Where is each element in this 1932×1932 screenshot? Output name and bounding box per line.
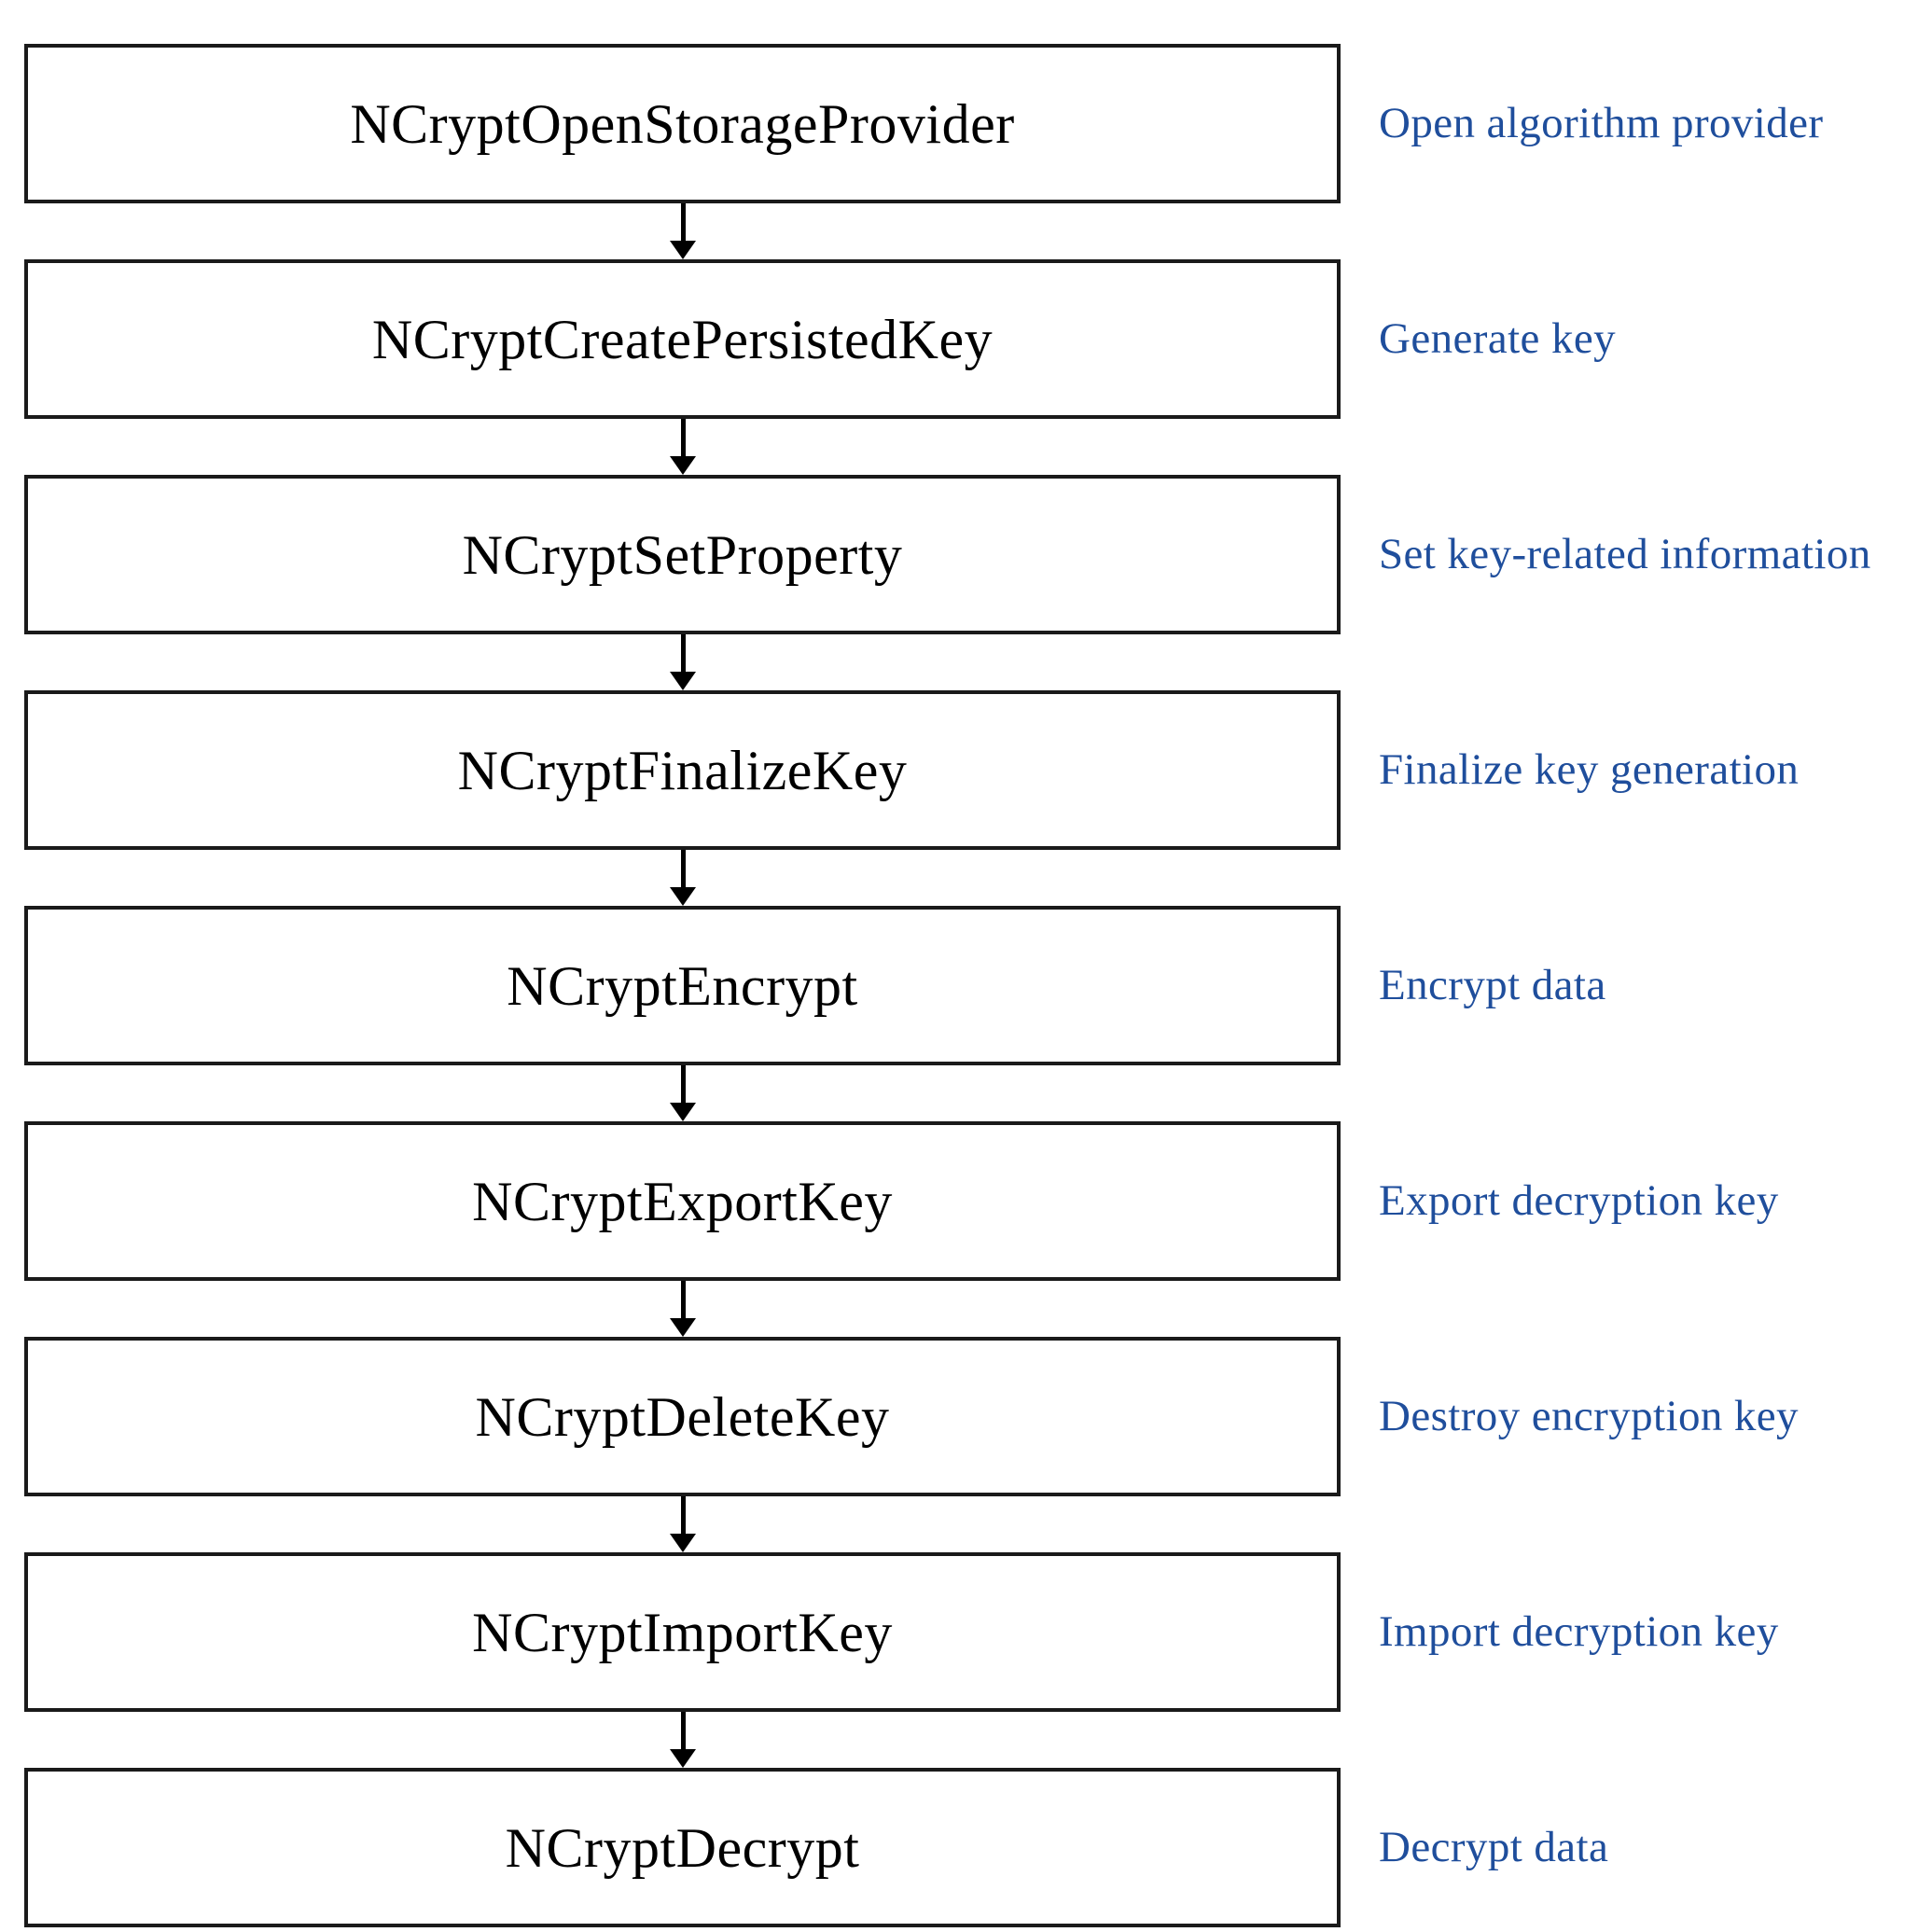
arrow-head — [670, 1749, 696, 1768]
down-arrow-icon-6 — [670, 1281, 696, 1337]
down-arrow-icon-3 — [670, 634, 696, 690]
process-box-label: NCryptImportKey — [472, 1601, 893, 1663]
process-box-label: NCryptDecrypt — [505, 1816, 860, 1879]
annotation-export-decryption-key: Export decryption key — [1379, 1175, 1779, 1225]
process-box-ncryptdeletekey[interactable]: NCryptDeleteKey — [24, 1337, 1341, 1496]
process-box-label: NCryptDeleteKey — [475, 1385, 890, 1448]
process-box-label: NCryptExportKey — [472, 1170, 893, 1232]
arrow-head — [670, 672, 696, 690]
process-box-ncryptopenstorageprovider[interactable]: NCryptOpenStorageProvider — [24, 44, 1341, 203]
process-box-ncryptcreatepersistedkey[interactable]: NCryptCreatePersistedKey — [24, 259, 1341, 419]
down-arrow-icon-2 — [670, 419, 696, 475]
arrow-shaft — [681, 634, 686, 675]
annotation-encrypt-data: Encrypt data — [1379, 960, 1606, 1009]
arrow-shaft — [681, 1496, 686, 1537]
annotation-destroy-encryption-key: Destroy encryption key — [1379, 1391, 1799, 1440]
down-arrow-icon-4 — [670, 850, 696, 906]
arrow-head — [670, 241, 696, 259]
process-box-ncryptencrypt[interactable]: NCryptEncrypt — [24, 906, 1341, 1065]
annotation-set-key-related-information: Set key-related information — [1379, 529, 1871, 578]
arrow-shaft — [681, 850, 686, 891]
arrow-head — [670, 887, 696, 906]
arrow-shaft — [681, 1281, 686, 1322]
flow-step-2: NCryptCreatePersistedKey Generate key — [0, 259, 1932, 419]
annotation-decrypt-data: Decrypt data — [1379, 1822, 1609, 1871]
flow-step-8: NCryptImportKey Import decryption key — [0, 1552, 1932, 1712]
process-box-ncryptdecrypt[interactable]: NCryptDecrypt — [24, 1768, 1341, 1927]
down-arrow-icon-5 — [670, 1065, 696, 1121]
process-box-label: NCryptCreatePersistedKey — [371, 308, 994, 370]
process-box-label: NCryptEncrypt — [507, 954, 858, 1017]
arrow-head — [670, 1534, 696, 1552]
arrow-shaft — [681, 1712, 686, 1753]
annotation-finalize-key-generation: Finalize key generation — [1379, 744, 1800, 794]
annotation-open-algorithm-provider: Open algorithm provider — [1379, 98, 1824, 147]
flow-step-1: NCryptOpenStorageProvider Open algorithm… — [0, 44, 1932, 203]
flow-step-6: NCryptExportKey Export decryption key — [0, 1121, 1932, 1281]
down-arrow-icon-7 — [670, 1496, 696, 1552]
annotation-import-decryption-key: Import decryption key — [1379, 1606, 1779, 1656]
flow-step-7: NCryptDeleteKey Destroy encryption key — [0, 1337, 1932, 1496]
process-box-label: NCryptSetProperty — [462, 523, 903, 586]
arrow-shaft — [681, 419, 686, 460]
process-box-ncryptexportkey[interactable]: NCryptExportKey — [24, 1121, 1341, 1281]
arrow-shaft — [681, 1065, 686, 1106]
down-arrow-icon-1 — [670, 203, 696, 259]
flow-step-5: NCryptEncrypt Encrypt data — [0, 906, 1932, 1065]
arrow-head — [670, 456, 696, 475]
flow-step-4: NCryptFinalizeKey Finalize key generatio… — [0, 690, 1932, 850]
process-box-label: NCryptFinalizeKey — [457, 739, 908, 801]
down-arrow-icon-8 — [670, 1712, 696, 1768]
arrow-head — [670, 1103, 696, 1121]
process-box-ncryptsetproperty[interactable]: NCryptSetProperty — [24, 475, 1341, 634]
arrow-shaft — [681, 203, 686, 244]
process-box-label: NCryptOpenStorageProvider — [350, 92, 1015, 155]
annotation-generate-key: Generate key — [1379, 313, 1617, 363]
flow-step-3: NCryptSetProperty Set key-related inform… — [0, 475, 1932, 634]
arrow-head — [670, 1318, 696, 1337]
process-box-ncryptfinalizekey[interactable]: NCryptFinalizeKey — [24, 690, 1341, 850]
process-box-ncryptimportkey[interactable]: NCryptImportKey — [24, 1552, 1341, 1712]
flow-step-9: NCryptDecrypt Decrypt data — [0, 1768, 1932, 1927]
